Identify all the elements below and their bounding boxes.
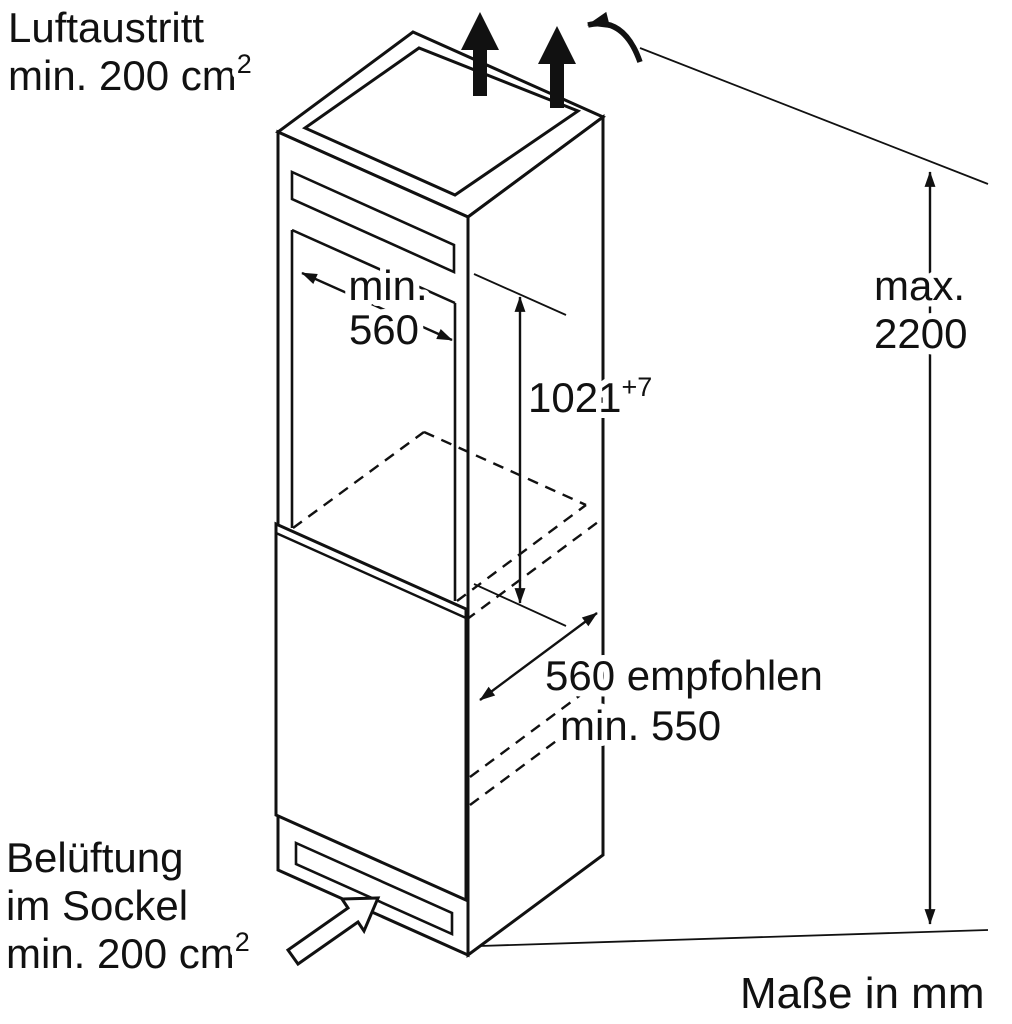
tolerance-superscript: +7 (621, 372, 652, 402)
max-height-top-extension (639, 47, 989, 185)
airflow-up-arrow-2 (538, 26, 576, 108)
labels: Luftaustritt min. 200 cm2 min. 560 1021+… (0, 0, 990, 1024)
dim-max-height-label-word: max. (874, 262, 965, 309)
dim-niche-width-arrow (301, 271, 453, 342)
dim-depth-label-recommended: 560 empfohlen (545, 652, 823, 699)
airflow-curve-arrow (586, 11, 643, 63)
label-units: Maße in mm (740, 969, 984, 1018)
niche-height-top-tick (473, 273, 567, 316)
door-top-double-line (275, 531, 467, 620)
airflow-up-arrow-1 (461, 12, 499, 96)
label-air-outlet-line2: min. 200 cm2 (8, 49, 252, 99)
label-base-vent-line1: Belüftung (6, 834, 183, 881)
airflow-arrows (461, 12, 576, 108)
dim-niche-height-label: 1021+7 (528, 372, 652, 421)
label-air-outlet-line1: Luftaustritt (8, 4, 204, 51)
hidden-edges-dashed (292, 430, 599, 806)
dim-depth-label-min: min. 550 (560, 702, 721, 749)
dimension-arrows (301, 171, 936, 925)
superscript: 2 (237, 49, 252, 79)
top-vent-opening (301, 46, 582, 197)
dim-max-height-label-value: 2200 (874, 310, 967, 357)
door-panel (274, 521, 468, 903)
label-base-vent-line2: im Sockel (6, 882, 188, 929)
top-vent-slot (290, 169, 456, 275)
plinth-vent-slot (294, 840, 454, 937)
superscript: 2 (235, 927, 250, 957)
label-base-vent-line3: min. 200 cm2 (6, 927, 250, 977)
base-airflow-arrow (285, 896, 381, 967)
side-face (466, 114, 605, 958)
max-height-bottom-extension (479, 929, 989, 947)
dim-niche-width-label-value: 560 (349, 306, 419, 353)
dim-niche-width-label-min: min. (348, 262, 427, 309)
dim-depth-arrow (479, 612, 598, 701)
